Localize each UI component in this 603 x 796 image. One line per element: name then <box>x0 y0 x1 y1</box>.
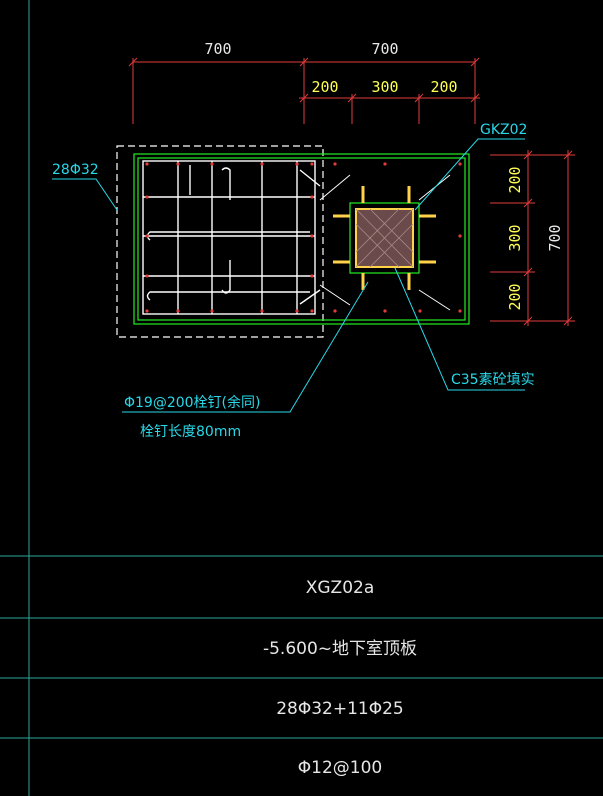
table-row-longitudinal-bars: 28Φ32+11Φ25 <box>276 699 404 719</box>
dim-top-left-700: 700 <box>204 40 231 58</box>
dim-top-sub-3: 200 <box>430 78 457 96</box>
table-row-column-id: XGZ02a <box>306 578 375 598</box>
original-column-outline <box>116 145 324 338</box>
dim-top-sub-2: 300 <box>371 78 398 96</box>
rebar-cage <box>142 160 321 315</box>
steel-column <box>349 202 420 274</box>
leader-lines <box>52 138 525 413</box>
steel-column-label: GKZ02 <box>480 122 527 138</box>
stud-spec-label: Φ19@200栓钉(余同) <box>124 394 260 411</box>
table-row-elevation: -5.600~地下室顶板 <box>263 639 417 659</box>
stud-length-label: 栓钉长度80mm <box>140 424 241 440</box>
longitudinal-bars <box>145 162 462 313</box>
section-outline <box>133 153 470 325</box>
right-dimension-lines <box>490 150 575 326</box>
shear-studs <box>333 186 436 290</box>
dim-right-sub-1: 200 <box>506 166 524 193</box>
dim-top-sub-1: 200 <box>311 78 338 96</box>
table-row-stirrups: Φ12@100 <box>298 758 382 778</box>
concrete-fill-label: C35素砼填实 <box>451 372 535 388</box>
top-dimension-lines <box>128 57 480 124</box>
dim-top-right-700: 700 <box>371 40 398 58</box>
dim-right-sub-2: 300 <box>506 224 524 251</box>
dim-right-sub-3: 200 <box>506 283 524 310</box>
dim-right-700: 700 <box>546 224 564 251</box>
rebar-callout: 28Φ32 <box>52 162 99 178</box>
